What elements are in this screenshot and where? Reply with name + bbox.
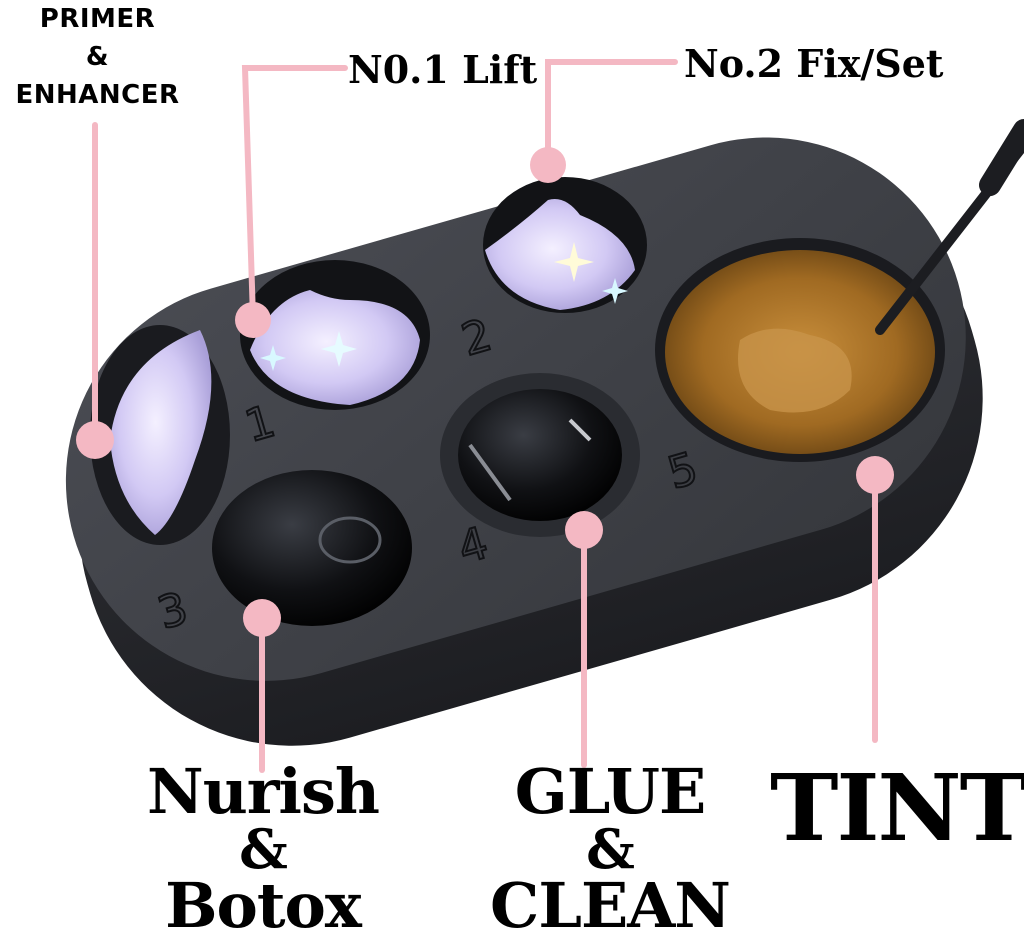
- label-primer-line1: PRIMER: [39, 4, 156, 34]
- callout-dot-lift: [235, 302, 271, 338]
- callout-line-lift: [241, 65, 348, 321]
- label-lift: N0.1 Lift: [348, 47, 538, 92]
- callout-dot-glue: [565, 511, 603, 549]
- label-nurish-line2: &: [239, 817, 288, 881]
- label-glue-line1: GLUE: [514, 755, 706, 828]
- callout-line-fix: [545, 59, 678, 166]
- callout-dot-tint: [856, 456, 894, 494]
- well-1: [240, 260, 430, 410]
- label-tint: TINT: [770, 754, 1024, 862]
- label-glue-line3: CLEAN: [490, 869, 731, 942]
- label-glue-line2: &: [586, 817, 635, 881]
- callout-lines: [92, 59, 878, 773]
- label-nurish-line1: Nurish: [147, 755, 380, 828]
- callout-dots: [76, 147, 894, 637]
- well-2: [483, 177, 647, 313]
- label-primer-line3: ENHANCER: [15, 80, 180, 110]
- label-nurish-line3: Botox: [165, 869, 362, 942]
- label-nurish-botox: Nurish & Botox: [138, 760, 388, 938]
- brush-tool: [875, 119, 1024, 335]
- well-4: [440, 373, 640, 537]
- label-glue-clean: GLUE & CLEAN: [490, 755, 731, 942]
- well-5-tint: [655, 238, 945, 462]
- label-fix-set: No.2 Fix/Set: [684, 41, 944, 86]
- label-primer-enhancer: PRIMER & ENHANCER: [0, 0, 195, 114]
- label-primer-line2: &: [85, 42, 110, 72]
- well-primer: [90, 325, 230, 545]
- callout-dot-primer: [76, 421, 114, 459]
- callout-dot-fix: [530, 147, 566, 183]
- callout-dot-nurish: [243, 599, 281, 637]
- well-3: [212, 470, 412, 626]
- sparkle-icons: [260, 242, 628, 371]
